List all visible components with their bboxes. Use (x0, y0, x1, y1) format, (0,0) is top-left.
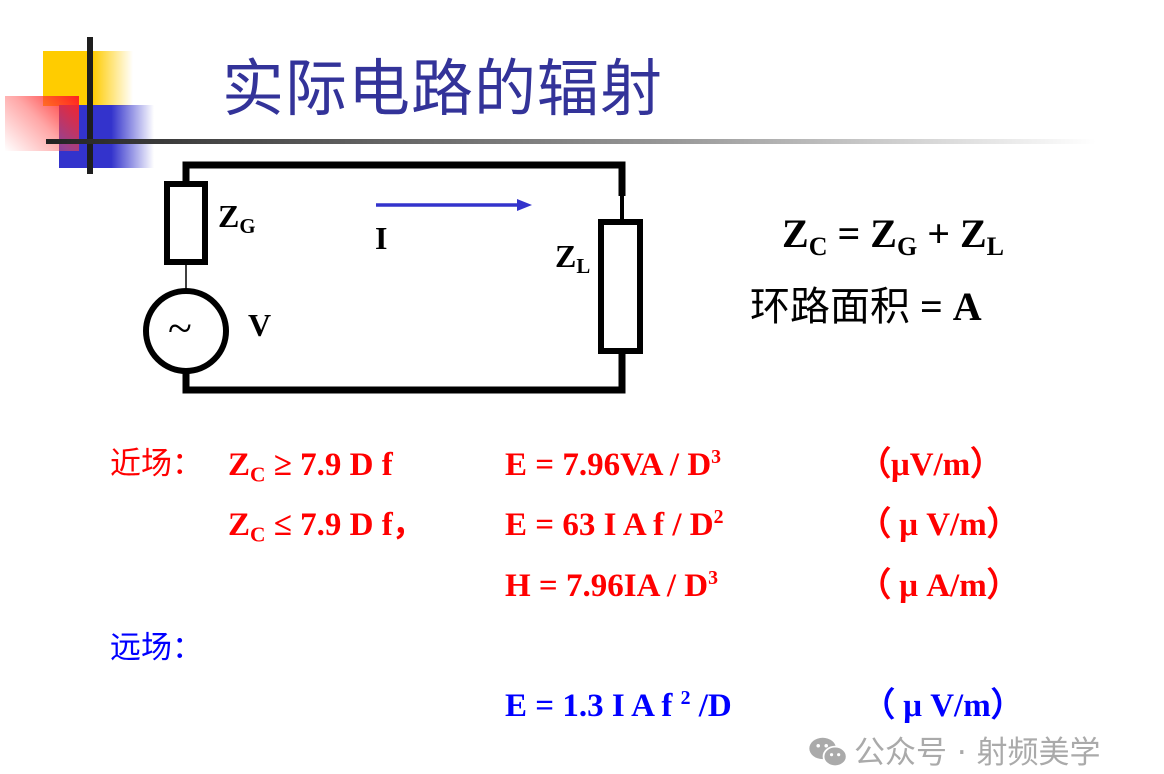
zc-plus: + Z (917, 211, 987, 256)
near-unit-1: （μV/m） (858, 447, 1004, 483)
cond-main: Z (228, 447, 251, 483)
title-underline (46, 139, 1096, 144)
formula-exp: 2 (713, 506, 724, 529)
loop-area-equation: 环路面积 = A (750, 284, 982, 330)
formula-exp: 3 (708, 567, 718, 590)
near-condition-2: ZC ≤ 7.9 D f， (228, 507, 426, 546)
cond-rest: ≤ 7.9 D f， (265, 507, 426, 543)
far-formula-exp: 2 (680, 687, 691, 710)
formula-exp: 3 (711, 446, 722, 469)
voltage-source (143, 288, 229, 374)
far-formula: E = 1.3 I A f 2 /D (505, 687, 732, 724)
zg-label-sub: G (239, 215, 256, 239)
loop-area-label: 环路面积 (750, 284, 910, 330)
formula-text: E = 63 I A f / D (505, 507, 714, 543)
near-formula-2: E = 63 I A f / D2 (505, 506, 724, 543)
zc-lhs-sub: C (808, 231, 828, 261)
zc-equation: ZC = ZG + ZL (782, 211, 1004, 260)
current-arrow-icon (376, 199, 532, 211)
decoration-vertical-bar (87, 37, 93, 174)
page-title: 实际电路的辐射 (222, 52, 664, 125)
zl-label-sub: L (576, 255, 591, 279)
near-formula-1: E = 7.96VA / D3 (505, 446, 722, 483)
zc-rhs: = Z (837, 211, 897, 256)
near-field-label: 近场： (110, 446, 203, 482)
current-label: I (375, 220, 388, 256)
zg-label: ZG (218, 198, 256, 237)
near-condition-1: ZC ≥ 7.9 D f (228, 447, 393, 486)
zl-label-main: Z (555, 238, 577, 274)
far-formula-a: E = 1.3 I A f (505, 688, 681, 724)
formula-text: H = 7.96IA / D (505, 568, 709, 604)
resistor-zg (164, 181, 208, 265)
watermark-text: 公众号 · 射频美学 (854, 735, 1101, 771)
far-formula-b: /D (690, 688, 732, 724)
far-field-label: 远场： (110, 630, 203, 666)
zc-g-sub: G (896, 231, 918, 261)
wechat-icon (809, 737, 848, 768)
watermark: 公众号 · 射频美学 (808, 736, 1101, 769)
near-unit-2: （ μ V/m） (858, 507, 1020, 543)
cond-sub: C (250, 522, 266, 547)
cond-main: Z (228, 507, 251, 543)
far-unit: （ μ V/m） (862, 688, 1024, 724)
loop-area-value: = A (910, 284, 982, 329)
zc-l-sub: L (986, 231, 1005, 261)
cond-rest: ≥ 7.9 D f (265, 447, 393, 483)
ac-source-symbol: ~ (168, 304, 192, 353)
near-unit-3: （ μ A/m） (858, 568, 1020, 604)
near-formula-3: H = 7.96IA / D3 (505, 567, 718, 604)
zc-lhs: Z (782, 211, 809, 256)
source-label: V (248, 307, 272, 343)
formula-text: E = 7.96VA / D (505, 447, 712, 483)
zg-label-main: Z (218, 198, 240, 234)
zl-label: ZL (555, 238, 590, 277)
circuit-wires (182, 161, 626, 394)
resistor-zl (598, 219, 643, 354)
cond-sub: C (250, 462, 266, 487)
